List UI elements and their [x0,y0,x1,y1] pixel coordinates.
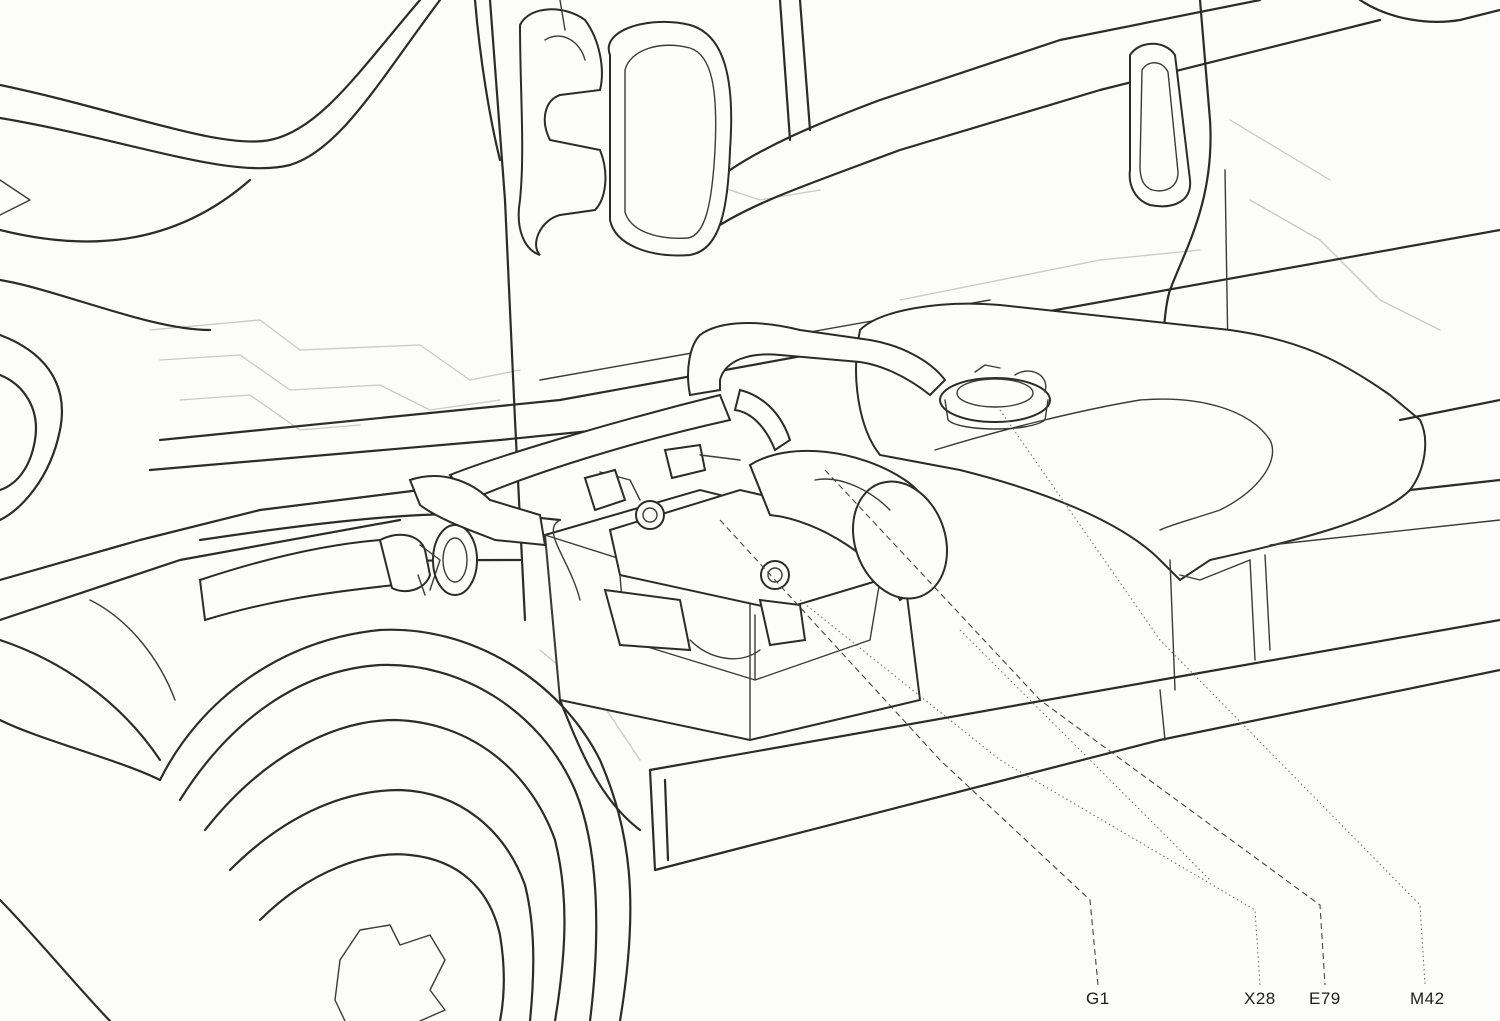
callout-leaders [719,409,1426,986]
callout-label-g1: G1 [1086,989,1110,1008]
cab-roof-lines [0,0,442,332]
front-wheel [0,628,632,1021]
leader-e79 [824,469,1326,986]
hoses [448,322,947,502]
door-handle [1128,42,1192,208]
sliding-door-frame [559,0,1500,227]
leader-x28 [799,599,1261,986]
canister-e79 [748,449,949,602]
lower-sill [558,618,1500,872]
front-fender [0,599,176,762]
front-wheel-arch-top [0,333,63,522]
leader-m42 [999,409,1426,986]
filler-pipe-and-clamps [198,475,547,622]
callout-labels: G1 X28 E79 M42 [1086,989,1445,1008]
connectors-x28 [552,443,741,601]
side-mirror [517,8,733,257]
callout-label-x28: X28 [1244,989,1276,1008]
callout-label-m42: M42 [1410,989,1445,1008]
fuel-pump-sender-m42 [939,364,1051,430]
callout-label-e79: E79 [1309,989,1341,1008]
fuel-tank [855,302,1500,691]
leader-g1 [719,519,1099,986]
